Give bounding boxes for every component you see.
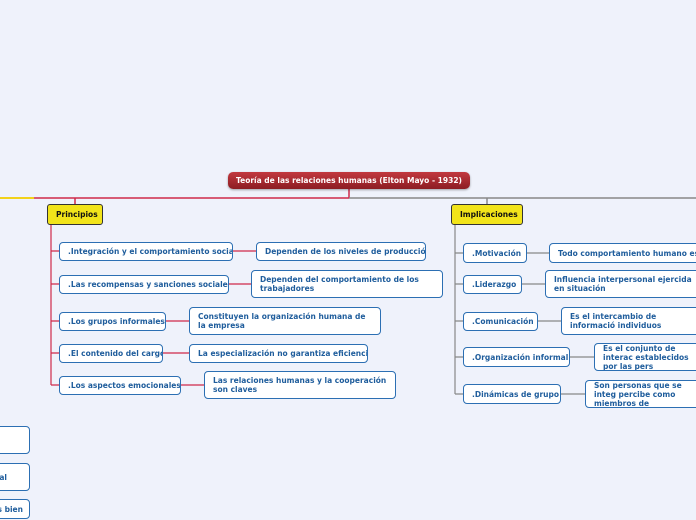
detail-organizacion-informal[interactable]: Es el conjunto de interac establecidos p… (594, 343, 696, 371)
detail-contenido-cargo[interactable]: La especialización no garantiza eficienc… (189, 344, 368, 363)
detail-comunicacion[interactable]: Es el intercambio de informació individu… (561, 307, 696, 335)
implicacion-dinamicas-grupo[interactable]: .Dinámicas de grupo (463, 384, 561, 404)
left-partial-node-3[interactable]: s bien (0, 499, 30, 519)
root-topic[interactable]: Teoría de las relaciones humanas (Elton … (228, 172, 470, 189)
principio-grupos-informales[interactable]: .Los grupos informales (59, 312, 166, 331)
detail-dinamicas-grupo[interactable]: Son personas que se integ percibe como m… (585, 380, 696, 408)
detail-aspectos-emocionales[interactable]: Las relaciones humanas y la cooperación … (204, 371, 396, 399)
detail-integracion[interactable]: Dependen de los niveles de producción (256, 242, 426, 261)
principio-integracion[interactable]: .Integración y el comportamiento social (59, 242, 233, 261)
detail-liderazgo[interactable]: Influencia interpersonal ejercida en sit… (545, 270, 696, 298)
implicacion-liderazgo[interactable]: .Liderazgo (463, 275, 522, 294)
detail-grupos-informales[interactable]: Constituyen la organización humana de la… (189, 307, 381, 335)
implicacion-comunicacion[interactable]: .Comunicación (463, 312, 538, 331)
principio-recompensas[interactable]: .Las recompensas y sanciones sociales (59, 275, 229, 294)
left-partial-node-2[interactable]: al (0, 463, 30, 491)
left-partial-node-1[interactable] (0, 426, 30, 454)
topic-implicaciones[interactable]: Implicaciones (451, 204, 523, 225)
implicacion-organizacion-informal[interactable]: .Organización informal (463, 347, 570, 367)
detail-motivacion[interactable]: Todo comportamiento humano es m (549, 243, 696, 263)
topic-principios[interactable]: Principios (47, 204, 103, 225)
detail-recompensas[interactable]: Dependen del comportamiento de los traba… (251, 270, 443, 298)
principio-contenido-cargo[interactable]: .El contenido del cargo (59, 344, 163, 363)
principio-aspectos-emocionales[interactable]: .Los aspectos emocionales (59, 376, 181, 395)
implicacion-motivacion[interactable]: .Motivación (463, 243, 527, 263)
